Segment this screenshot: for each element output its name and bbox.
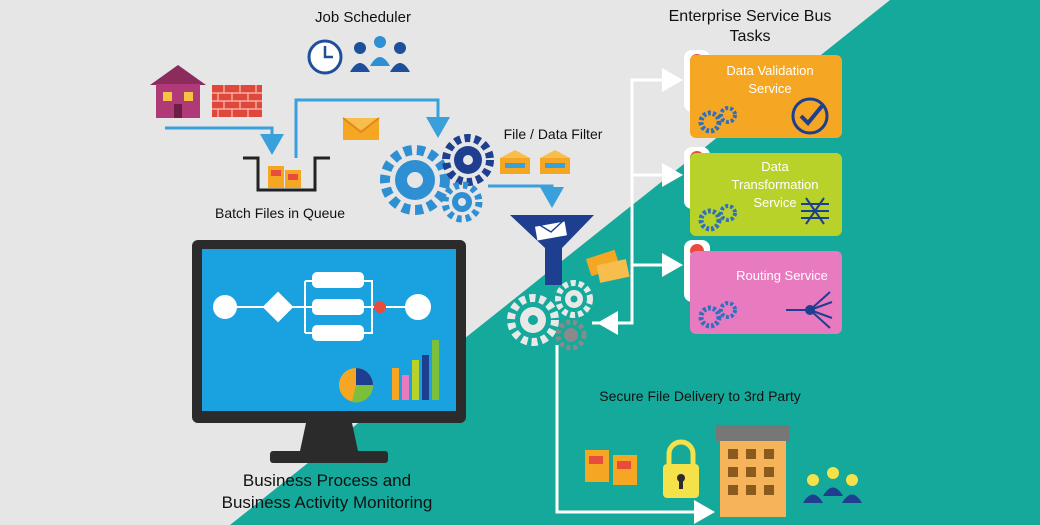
gear-icon bbox=[698, 204, 737, 232]
flowchart-icon bbox=[213, 272, 431, 341]
house-icon bbox=[150, 65, 206, 118]
service-title-line: Service bbox=[753, 195, 797, 210]
routing-icon bbox=[786, 291, 833, 329]
transform-icon bbox=[801, 197, 829, 225]
gear-icon bbox=[698, 106, 737, 134]
funnel-icon bbox=[510, 215, 594, 285]
arrow-queue-to-gears bbox=[294, 98, 450, 158]
service-box-routing bbox=[690, 251, 842, 334]
service-box-transformation bbox=[690, 153, 842, 236]
bar-chart-icon bbox=[392, 340, 439, 400]
service-title-routing: Routing Service bbox=[722, 267, 842, 285]
esb-title: Enterprise Service Bus Tasks bbox=[630, 7, 870, 47]
filter-files-icon bbox=[500, 150, 570, 174]
checkmark-icon bbox=[791, 97, 829, 135]
bpm-label-line2: Business Activity Monitoring bbox=[221, 493, 433, 512]
envelope-icon bbox=[342, 117, 380, 140]
brick-wall-icon bbox=[212, 85, 262, 117]
bpm-label-line1: Business Process and bbox=[242, 471, 412, 490]
arrow-gears-to-funnel bbox=[488, 184, 564, 208]
pie-chart-icon bbox=[339, 368, 374, 403]
gear-group-icon bbox=[507, 280, 593, 351]
people-icon bbox=[803, 467, 862, 503]
esb-title-line1: Enterprise Service Bus bbox=[668, 8, 832, 25]
bpm-label: Business Process and Business Activity M… bbox=[182, 470, 472, 514]
service-title-line: Data Validation bbox=[726, 63, 814, 78]
lock-icon bbox=[663, 439, 699, 498]
job-scheduler-label: Job Scheduler bbox=[315, 9, 411, 26]
files-icon bbox=[585, 450, 637, 485]
queue-tray-icon bbox=[243, 156, 330, 192]
gear-cluster-icon bbox=[380, 134, 494, 223]
envelope-pair-icon bbox=[585, 249, 630, 283]
service-title-validation: Data Validation Service bbox=[715, 62, 825, 98]
esb-bus-arrows bbox=[592, 68, 683, 335]
batch-queue-label: Batch Files in Queue bbox=[215, 205, 345, 221]
service-title-line: Service bbox=[748, 81, 792, 96]
arrow-to-delivery bbox=[555, 345, 715, 524]
clock-icon bbox=[307, 39, 343, 75]
service-title-line: Transformation bbox=[731, 177, 819, 192]
people-icon bbox=[350, 36, 410, 72]
secure-delivery-label: Secure File Delivery to 3rd Party bbox=[599, 388, 801, 404]
esb-title-line2: Tasks bbox=[729, 28, 771, 45]
building-icon bbox=[716, 425, 790, 517]
gear-icon bbox=[698, 301, 737, 329]
arrow-house-to-queue bbox=[165, 126, 284, 155]
service-title-transformation: Data Transformation Service bbox=[715, 158, 835, 212]
service-title-line: Routing Service bbox=[736, 268, 828, 283]
file-filter-label: File / Data Filter bbox=[503, 126, 603, 142]
service-title-line: Data bbox=[761, 159, 789, 174]
